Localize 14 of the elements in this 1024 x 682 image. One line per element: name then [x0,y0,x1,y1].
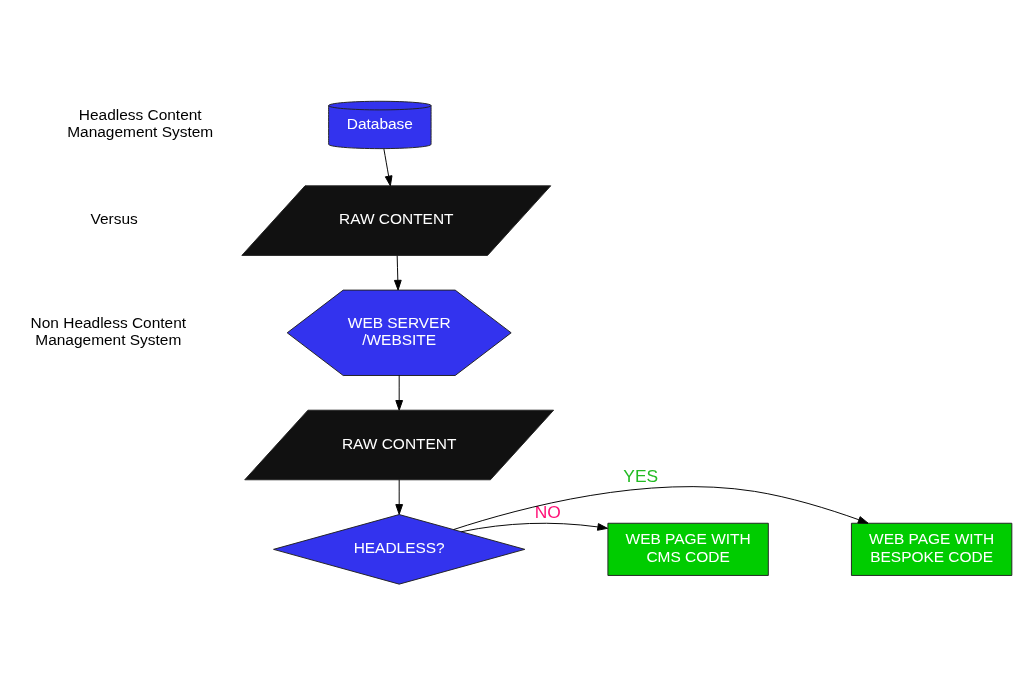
arrow [460,522,608,532]
label: Headless Content Management System [67,105,214,140]
arrow [453,485,869,530]
label: Versus [90,209,138,227]
arrow [395,374,404,411]
arrow [393,254,402,290]
edge-label: YES [623,465,659,486]
node-box: WEB PAGE WITH CMS CODE [607,522,769,576]
edge-label: NO [534,501,561,522]
label: Non Headless Content Management System [30,313,187,348]
arrow [395,478,404,515]
node-box: WEB PAGE WITH BESPOKE CODE [850,522,1013,576]
node-diamond: HEADLESS? [273,513,526,585]
arrow [383,148,393,186]
